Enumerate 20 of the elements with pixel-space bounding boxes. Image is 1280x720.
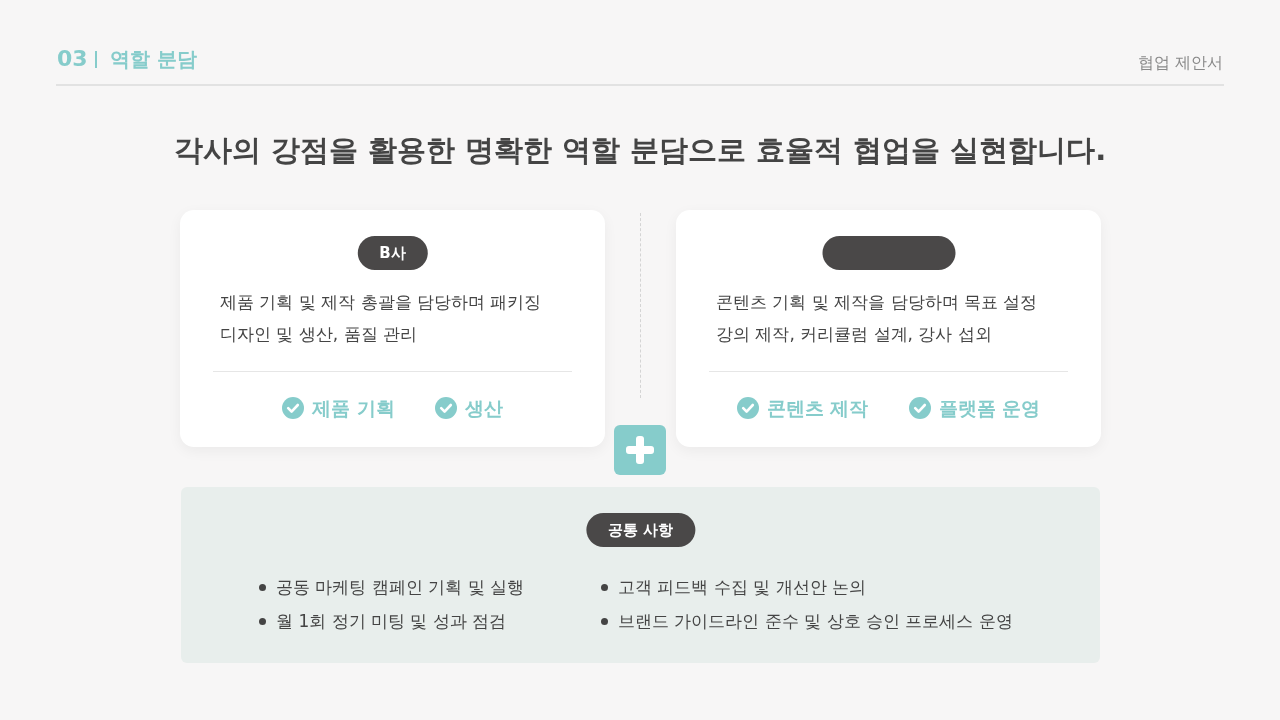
title-badge: B사	[357, 236, 428, 270]
common-task-text: 브랜드 가이드라인 준수 및 상호 승인 프로세스 운영	[618, 610, 1013, 633]
section-number: 03	[57, 46, 88, 72]
role-keyword: 플랫폼 운영	[938, 396, 1041, 421]
title-badge	[822, 236, 955, 270]
section-title: 역할 분담	[110, 46, 197, 72]
role-card	[676, 210, 1101, 447]
common-task-text: 고객 피드백 수집 및 개선안 논의	[618, 576, 867, 599]
role-keyword: 생산	[464, 396, 503, 421]
slide-title: 각사의 강점을 활용한 명확한 역할 분담으로 효율적 협업을 실현합니다.	[173, 132, 1107, 169]
role-keyword: 제품 기획	[312, 396, 395, 421]
common-task-text: 월 1회 정기 미팅 및 성과 점검	[276, 610, 507, 633]
role-description: 콘텐츠 기획 및 제작을 담당하며 목표 설정 강의 제작, 커리큘럼 설계, 강사 섭외	[716, 291, 1039, 346]
title-badge: 공통 사항	[585, 513, 696, 547]
common-panel	[181, 487, 1100, 663]
role-keyword: 콘텐츠 제작	[766, 396, 869, 421]
role-card	[180, 210, 605, 447]
role-description: 제품 기획 및 제작 총괄을 담당하며 패키징 디자인 및 생산, 품질 관리	[220, 291, 543, 346]
common-task-text: 공동 마케팅 캠페인 기획 및 실행	[276, 576, 525, 599]
document-label: 협업 제안서	[1137, 52, 1223, 74]
